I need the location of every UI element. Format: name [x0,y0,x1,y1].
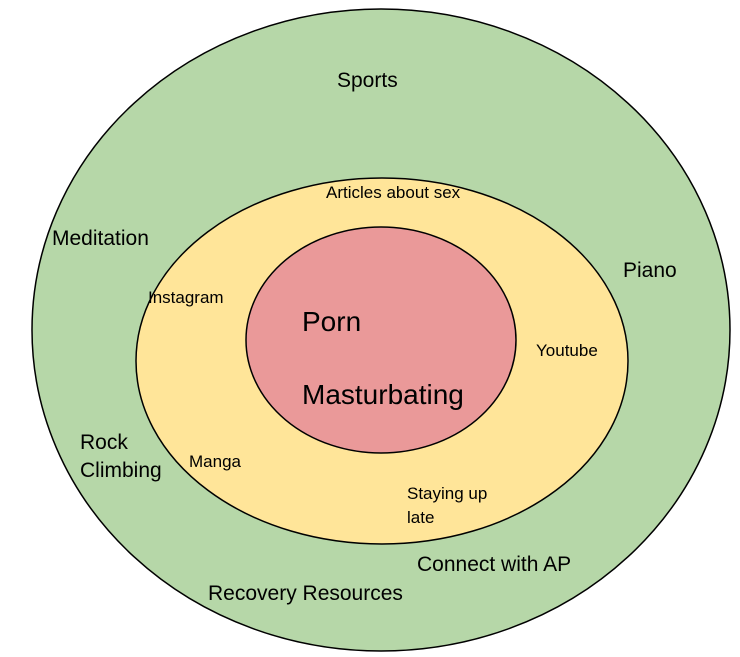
inner-item-masturbating: Masturbating [302,379,464,410]
middle-item-youtube: Youtube [536,341,598,360]
middle-item-staying-up-late-line-2: late [407,508,434,527]
outer-item-rock-climbing-line-1: Rock [80,431,128,454]
inner-circle [245,226,517,454]
outer-item-meditation: Meditation [52,227,149,250]
middle-item-instagram: Instagram [148,288,224,307]
outer-item-sports: Sports [337,69,398,92]
middle-item-manga: Manga [189,452,242,471]
outer-item-rock-climbing: Rock Climbing [80,431,162,482]
outer-item-rock-climbing-line-2: Climbing [80,459,162,482]
middle-item-staying-up-late-line-1: Staying up [407,484,487,503]
inner-item-porn: Porn [302,306,361,337]
middle-item-staying-up-late: Staying up late [407,484,492,527]
outer-item-piano: Piano [623,259,677,282]
middle-item-articles-about-sex: Articles about sex [326,183,461,202]
outer-item-recovery-resources: Recovery Resources [208,582,403,605]
outer-item-connect-with-ap: Connect with AP [417,553,571,576]
